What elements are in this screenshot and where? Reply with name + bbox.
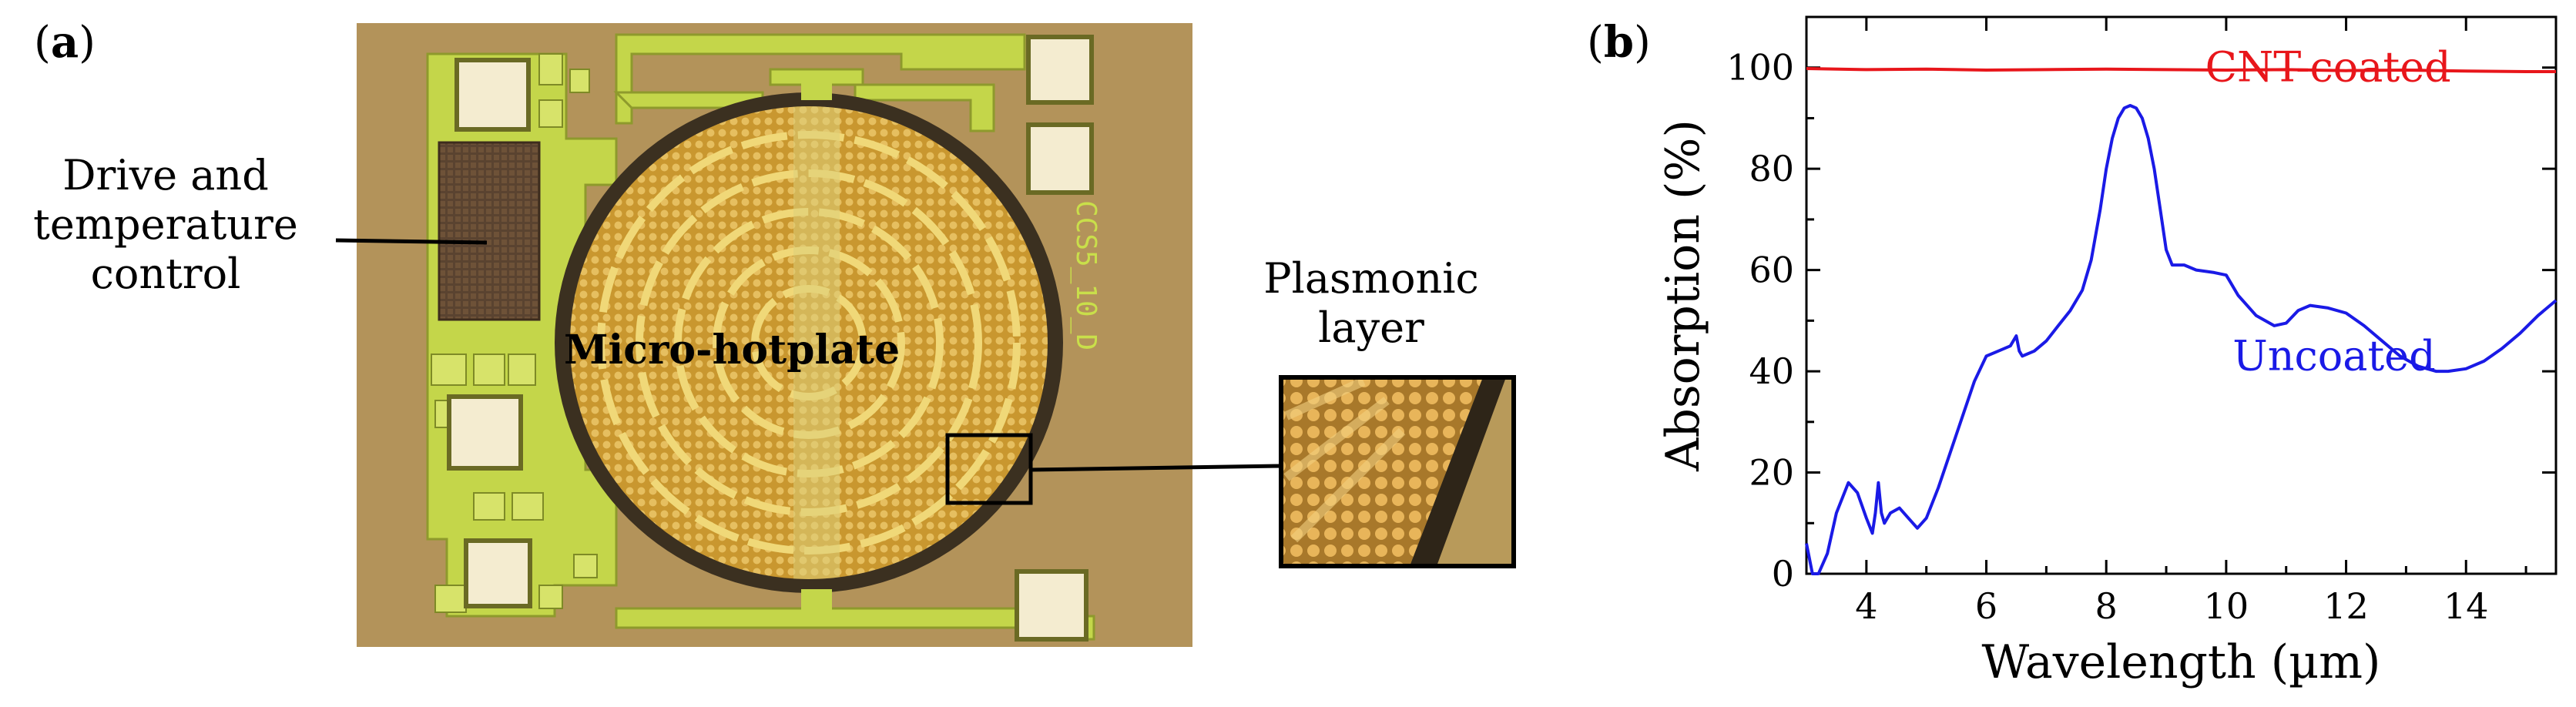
y-tick-label: 0 [1772, 553, 1794, 595]
micro-hotplate [555, 73, 1063, 620]
plasmonic-zoom-inset [1279, 375, 1516, 568]
zoom-leader-line [1030, 464, 1282, 472]
y-tick-label: 40 [1749, 350, 1794, 392]
y-tick-label: 80 [1749, 148, 1794, 189]
plot-frame [1805, 15, 2558, 575]
x-tick-label: 10 [2204, 585, 2249, 627]
hotplate-label: Micro-hotplate [564, 327, 900, 374]
x-axis-label: Wavelength (µm) [1982, 635, 2381, 689]
zoom-selection-box [945, 433, 1033, 505]
series-line-cnt-coated [1806, 67, 2556, 73]
series-annotation-uncoated: Uncoated [2232, 331, 2435, 380]
drive-annotation-line1: Drive and [62, 151, 269, 199]
panel-letter-b: b [1603, 17, 1635, 68]
x-tick-label: 12 [2323, 585, 2369, 627]
series-line-uncoated [1805, 104, 2558, 575]
plasmonic-annotation-line2: layer [1318, 303, 1424, 352]
plasmonic-layer-annotation: Plasmonic layer [1240, 254, 1502, 353]
drive-annotation-line3: control [90, 250, 241, 298]
panel-letter-a: a [50, 17, 79, 68]
panel-label-a: (a) [34, 17, 96, 68]
drive-annotation-line2: temperature [33, 200, 298, 249]
drive-control-annotation: Drive and temperature control [15, 151, 316, 299]
drive-leader-line [335, 238, 488, 245]
y-tick-label: 20 [1749, 452, 1794, 494]
metal-traces [426, 33, 1095, 641]
y-tick-label: 60 [1749, 250, 1794, 291]
small-contact-blocks [431, 53, 598, 613]
x-tick-label: 4 [1855, 585, 1877, 627]
x-tick-label: 6 [1975, 585, 1997, 627]
driver-transistor-array [438, 141, 541, 321]
bond-pads [447, 35, 1094, 642]
x-tick-label: 8 [2095, 585, 2118, 627]
x-tick-label: 14 [2444, 585, 2489, 627]
series-annotation-cnt-coated: CNT-coated [2205, 43, 2451, 92]
plasmonic-annotation-line1: Plasmonic [1263, 254, 1479, 303]
chip-marking: CCS5_10_D [1070, 200, 1102, 350]
y-axis-label: Absorption (%) [1656, 119, 1710, 472]
y-tick-label: 100 [1726, 47, 1794, 89]
chip-background [357, 23, 1192, 647]
panel-label-b: (b) [1587, 17, 1651, 68]
